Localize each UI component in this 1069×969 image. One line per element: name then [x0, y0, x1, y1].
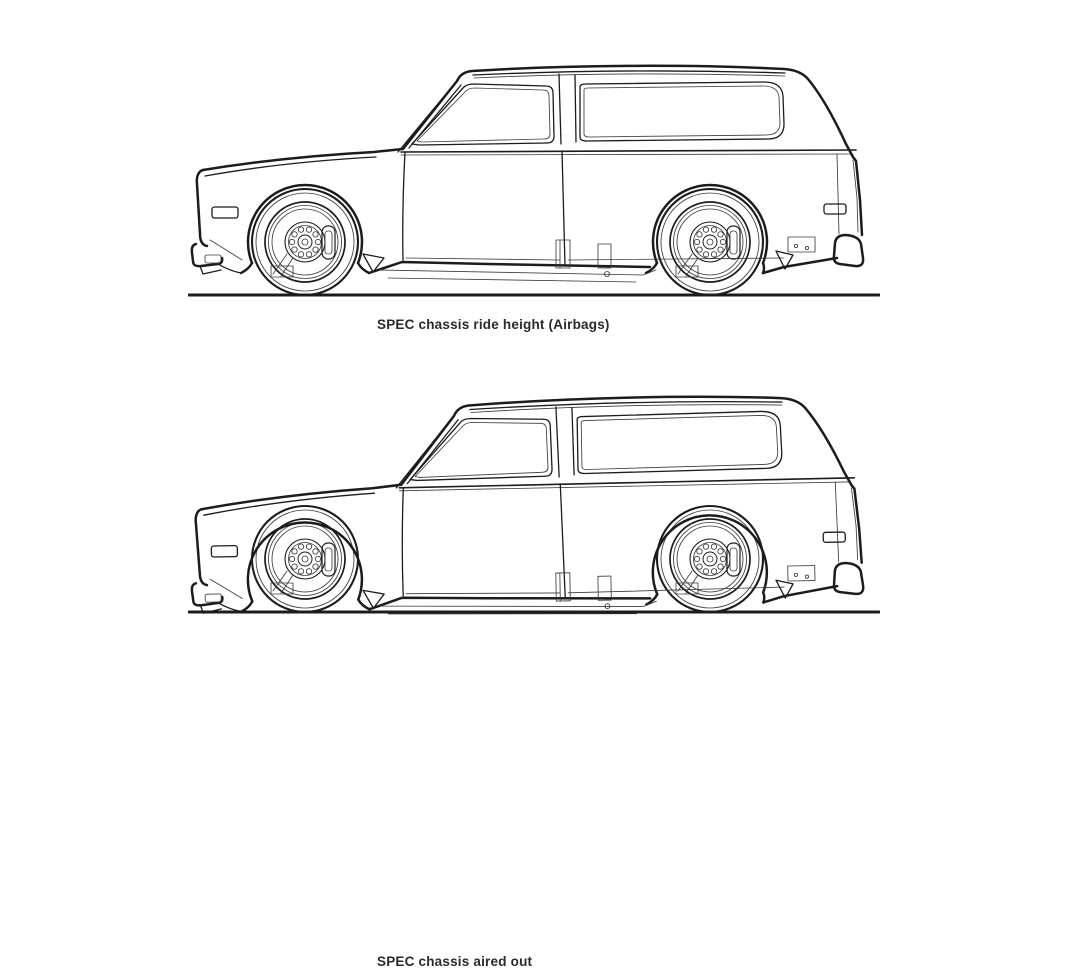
figure-caption-ride-height: SPEC chassis ride height (Airbags)	[377, 317, 610, 332]
figure-caption-aired-out: SPEC chassis aired out	[377, 954, 533, 969]
truck-drawing-ride-height	[188, 8, 880, 308]
truck-drawing-aired-out	[188, 325, 880, 625]
rear-wheel	[655, 504, 765, 614]
front-wheel	[250, 187, 360, 297]
figure-ride-height: SPEC chassis ride height (Airbags)	[188, 8, 880, 332]
figure-aired-out: SPEC chassis aired out	[188, 325, 880, 969]
rear-wheel	[655, 187, 765, 297]
